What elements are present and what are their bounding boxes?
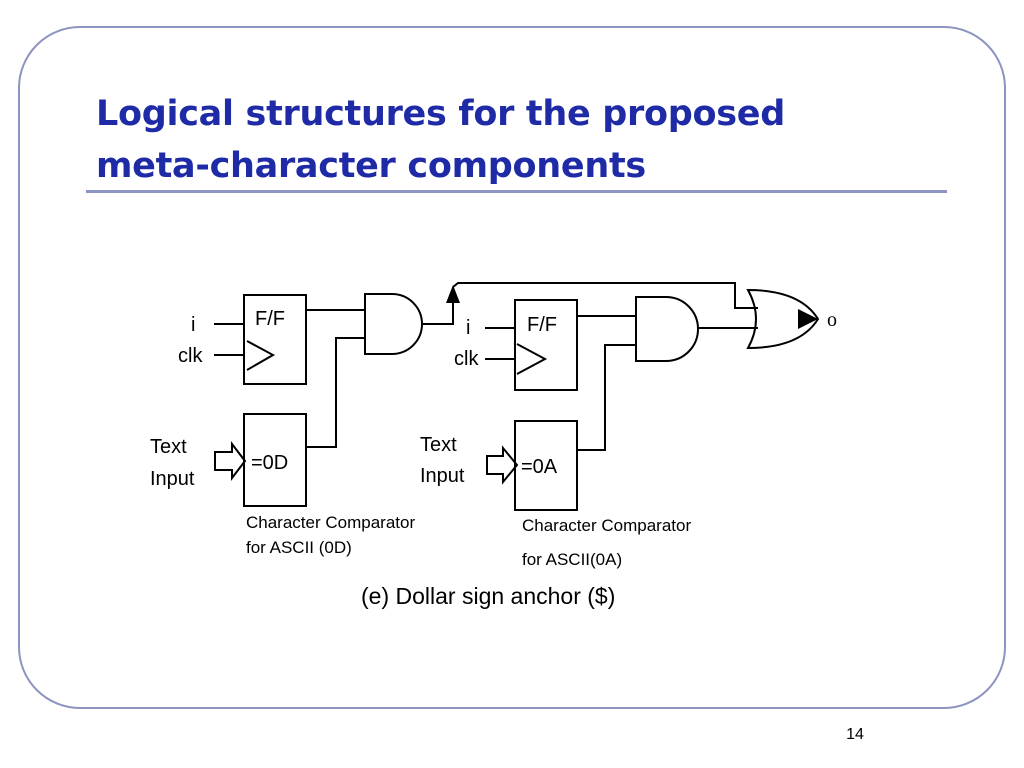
right-input-i-label: i <box>466 317 470 339</box>
left-and-output-wire <box>422 292 454 325</box>
right-and-gate <box>635 296 699 362</box>
left-comparator-description-line1: Character Comparator <box>246 513 415 532</box>
left-ff-label: F/F <box>255 308 285 330</box>
right-input-clk-label: clk <box>454 348 479 370</box>
slide-frame <box>18 26 1006 709</box>
right-text-input-label-line2: Input <box>420 465 465 487</box>
diagram-caption: (e) Dollar sign anchor ($) <box>361 583 615 609</box>
output-label: o <box>827 309 837 331</box>
or-output-arrowhead <box>798 309 818 329</box>
left-and-gate <box>364 293 423 355</box>
or-gate <box>746 288 820 350</box>
slide-title: Logical structures for the proposed meta… <box>96 88 956 192</box>
page-number: 14 <box>846 726 864 743</box>
left-comparator-to-and-wire <box>306 337 365 448</box>
title-divider <box>86 190 947 193</box>
left-input-clk-label: clk <box>178 345 203 367</box>
right-ff-clock-triangle <box>516 343 548 375</box>
left-comparator-label: =0D <box>251 452 288 474</box>
slide-title-line-2: meta-character components <box>96 146 646 186</box>
right-comparator-description-line2: for ASCII(0A) <box>522 550 622 569</box>
right-flip-flop <box>514 299 578 391</box>
right-comparator-to-and-wire <box>577 344 636 451</box>
left-input-i-label: i <box>191 314 195 336</box>
right-comparator-label: =0A <box>521 456 558 478</box>
right-ff-label: F/F <box>527 314 557 336</box>
left-text-input-arrow <box>214 441 247 481</box>
left-to-or-wire <box>452 282 758 309</box>
right-text-input-arrow <box>486 445 519 485</box>
right-comparator-description-line1: Character Comparator <box>522 516 691 535</box>
right-text-input-label-line1: Text <box>420 434 457 456</box>
left-text-input-label-line1: Text <box>150 436 187 458</box>
right-comparator-box <box>514 420 578 511</box>
left-flip-flop <box>243 294 307 385</box>
slide-title-line-1: Logical structures for the proposed <box>96 94 785 134</box>
left-comparator-description-line2: for ASCII (0D) <box>246 538 352 557</box>
left-ff-clock-triangle <box>246 340 276 371</box>
left-text-input-label-line2: Input <box>150 468 195 490</box>
left-and-output-arrowhead <box>446 285 460 303</box>
